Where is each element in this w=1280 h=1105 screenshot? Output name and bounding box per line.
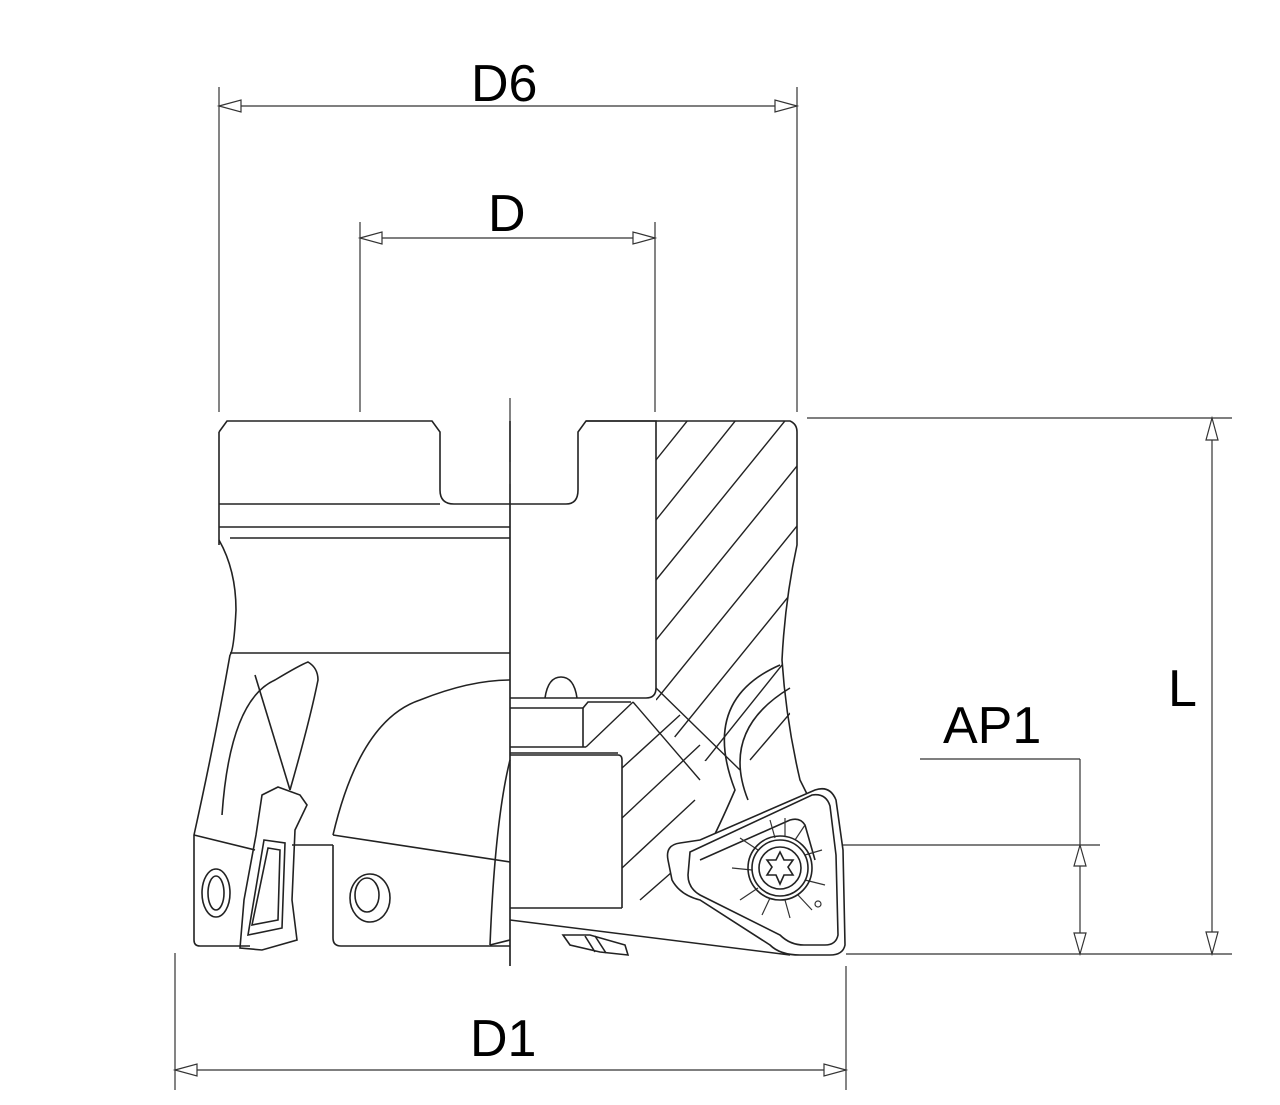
section-hatching-lower bbox=[585, 687, 741, 901]
label-ap1: AP1 bbox=[943, 697, 1042, 755]
label-d6: D6 bbox=[471, 55, 538, 113]
label-d: D bbox=[488, 185, 526, 243]
cutter-body-section bbox=[509, 420, 811, 966]
label-l: L bbox=[1168, 660, 1197, 718]
cutting-insert bbox=[666, 787, 846, 956]
torx-screw-icon bbox=[765, 850, 795, 886]
dimension-d6 bbox=[216, 87, 800, 412]
cutter-body-exterior bbox=[193, 420, 656, 951]
dimension-l bbox=[807, 415, 1232, 957]
label-d1: D1 bbox=[470, 1010, 537, 1068]
dimension-ap1 bbox=[840, 758, 1100, 957]
dimension-d1 bbox=[172, 953, 849, 1090]
insert-screw-outer bbox=[747, 835, 813, 901]
dimension-d bbox=[357, 222, 658, 412]
